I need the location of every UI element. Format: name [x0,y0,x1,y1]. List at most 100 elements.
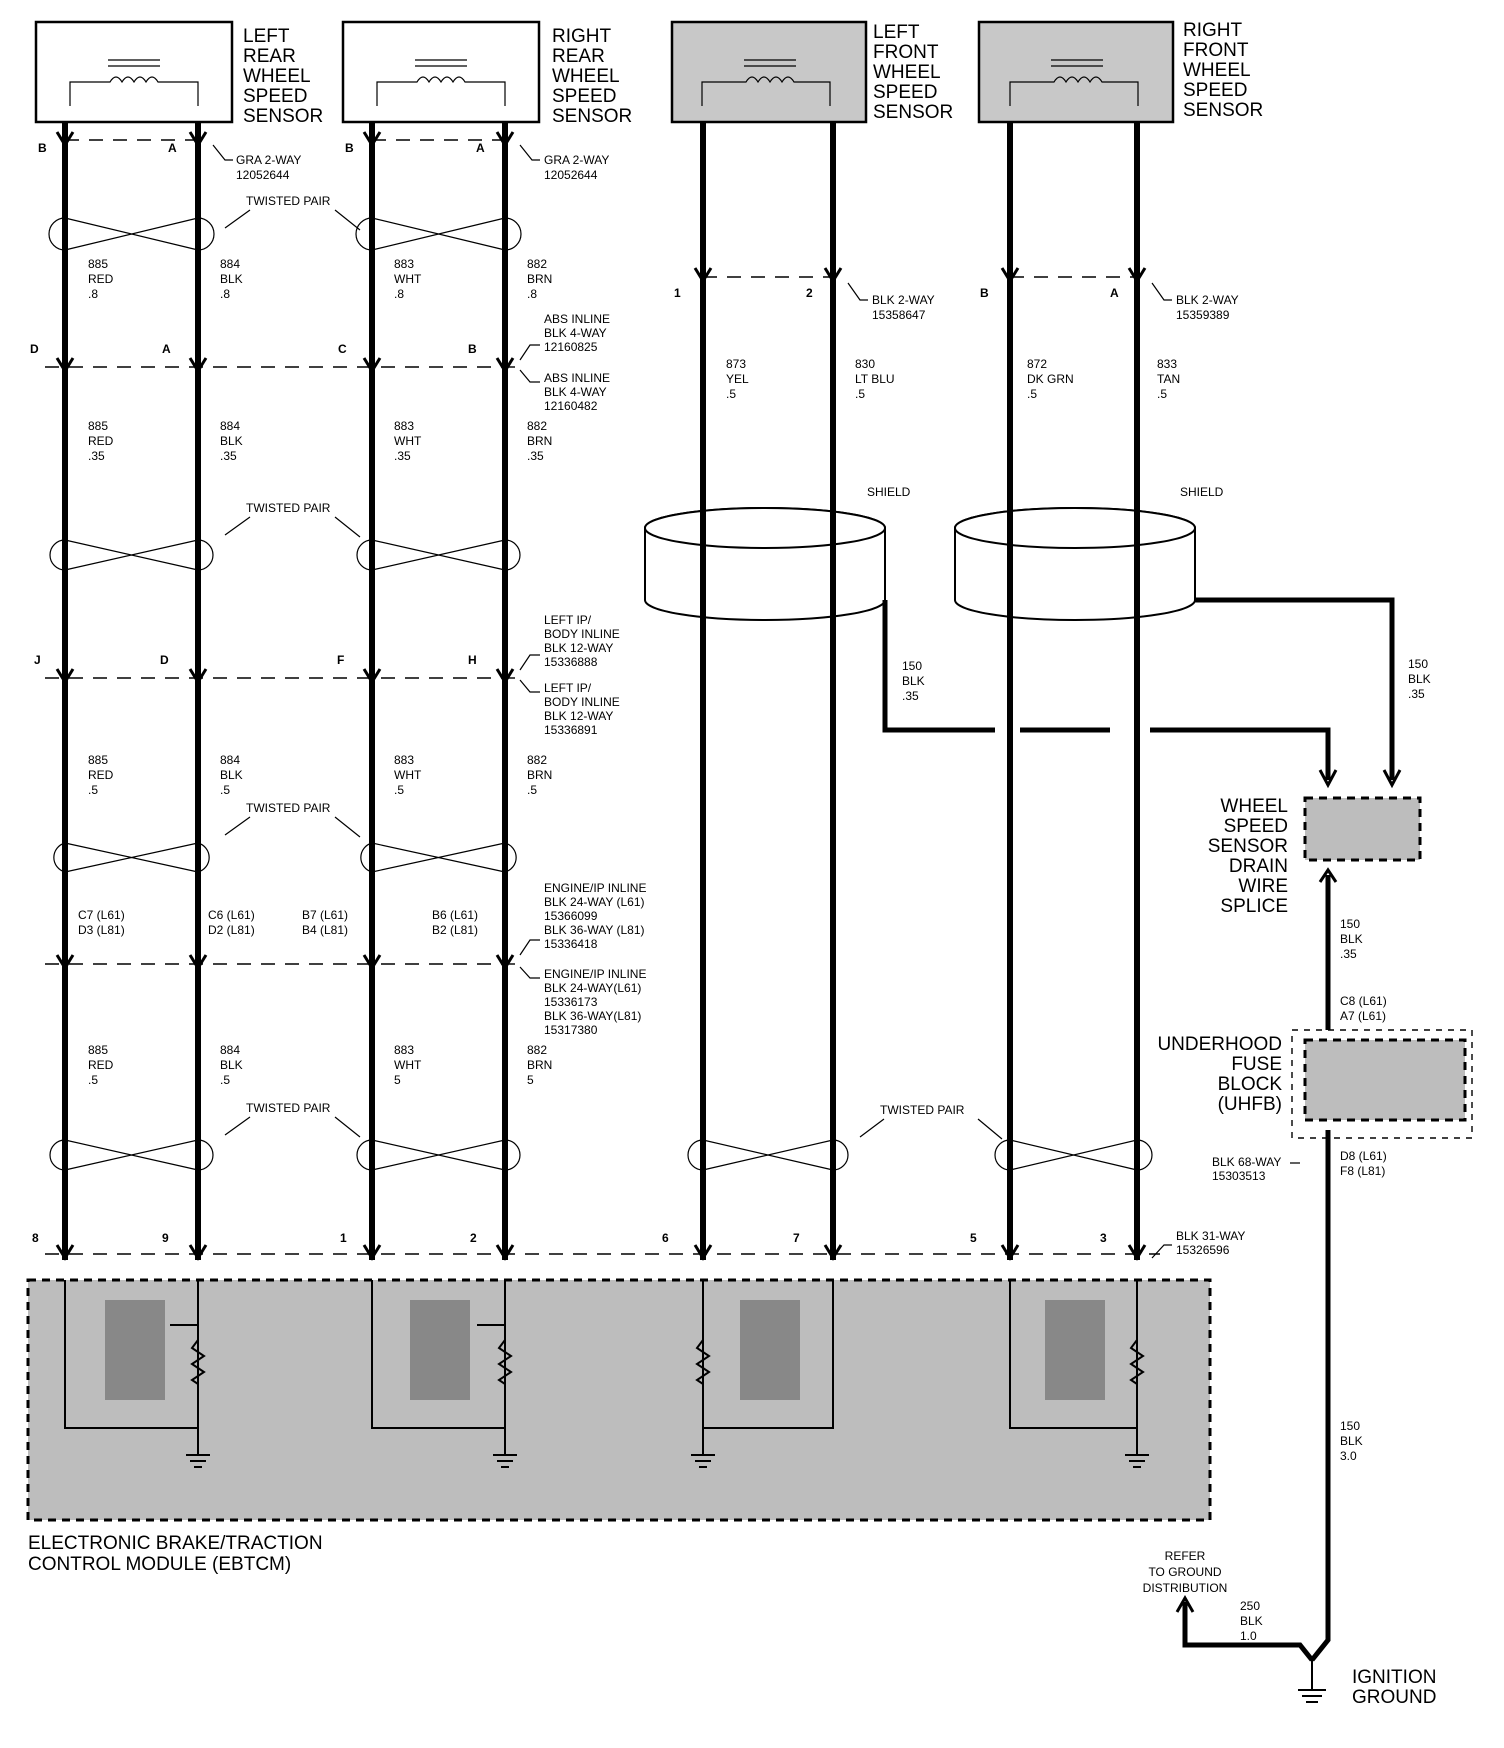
svg-text:8: 8 [32,1231,39,1245]
svg-text:A: A [1110,286,1119,300]
left-front-shield: SHIELD [644,485,911,621]
svg-text:WHEEL: WHEEL [873,62,941,83]
svg-text:.35: .35 [527,449,544,463]
svg-text:WHT: WHT [394,1058,422,1072]
svg-text:BLK 2-WAY: BLK 2-WAY [872,293,935,307]
svg-text:RED: RED [88,272,114,286]
twisted-pairs [48,217,1153,1171]
svg-text:BLK: BLK [220,434,243,448]
svg-text:J: J [34,653,41,667]
svg-text:.5: .5 [220,1073,230,1087]
svg-text:15359389: 15359389 [1176,308,1230,322]
svg-text:.35: .35 [1408,687,1425,701]
svg-text:BLK: BLK [1340,1434,1363,1448]
svg-text:WIRE: WIRE [1238,876,1288,897]
svg-text:SENSOR: SENSOR [552,106,632,127]
svg-text:1.0: 1.0 [1240,1629,1257,1643]
svg-text:SPEED: SPEED [1224,816,1288,837]
svg-text:.35: .35 [88,449,105,463]
svg-text:873: 873 [726,357,746,371]
svg-text:B6 (L61): B6 (L61) [432,908,478,922]
svg-text:15317380: 15317380 [544,1023,598,1037]
svg-text:.5: .5 [220,783,230,797]
svg-text:SHIELD: SHIELD [1180,485,1224,499]
svg-text:IGNITION: IGNITION [1352,1667,1436,1688]
svg-text:B2 (L81): B2 (L81) [432,923,478,937]
svg-text:BLK 4-WAY: BLK 4-WAY [544,385,607,399]
svg-text:A: A [476,141,485,155]
svg-text:7: 7 [793,1231,800,1245]
svg-text:883: 883 [394,1043,414,1057]
svg-text:BLK 12-WAY: BLK 12-WAY [544,709,613,723]
svg-text:3.0: 3.0 [1340,1449,1357,1463]
left-rear-wheel-speed-sensor[interactable]: LEFT REAR WHEEL SPEED SENSOR [34,20,323,127]
svg-text:885: 885 [88,257,108,271]
left-front-wheel-speed-sensor[interactable]: LEFT FRONT WHEEL SPEED SENSOR [670,20,953,124]
svg-text:C: C [338,342,347,356]
ebtcm-module[interactable]: ELECTRONIC BRAKE/TRACTION CONTROL MODULE… [26,1278,1212,1575]
svg-text:883: 883 [394,753,414,767]
svg-text:D3 (L81): D3 (L81) [78,923,125,937]
svg-text:D8 (L61): D8 (L61) [1340,1149,1387,1163]
svg-text:150: 150 [1340,917,1360,931]
svg-text:BLK: BLK [902,674,925,688]
svg-text:LEFT IP/: LEFT IP/ [544,613,592,627]
svg-text:15336888: 15336888 [544,655,598,669]
svg-text:BLK: BLK [1340,932,1363,946]
svg-text:884: 884 [220,753,240,767]
svg-text:.5: .5 [527,783,537,797]
svg-text:SPEED: SPEED [1183,80,1247,101]
svg-text:SENSOR: SENSOR [1183,100,1263,121]
right-rear-wheel-speed-sensor[interactable]: RIGHT REAR WHEEL SPEED SENSOR [341,20,632,127]
drain-wires [882,597,1402,1662]
svg-text:D2 (L81): D2 (L81) [208,923,255,937]
svg-text:RIGHT: RIGHT [1183,20,1243,41]
svg-text:885: 885 [88,419,108,433]
svg-text:GROUND: GROUND [1352,1687,1436,1708]
svg-text:BLK: BLK [220,1058,243,1072]
svg-text:BLK 2-WAY: BLK 2-WAY [1176,293,1239,307]
svg-text:D: D [160,653,169,667]
svg-text:883: 883 [394,419,414,433]
svg-text:2: 2 [806,286,813,300]
svg-text:BRN: BRN [527,434,552,448]
svg-text:TO GROUND: TO GROUND [1148,1565,1221,1579]
right-front-shield: SHIELD [954,485,1224,621]
svg-text:TWISTED PAIR: TWISTED PAIR [880,1103,965,1117]
wheel-speed-sensor-drain-wire-splice[interactable]: WHEEL SPEED SENSOR DRAIN WIRE SPLICE [1208,796,1422,917]
svg-text:.35: .35 [220,449,237,463]
svg-text:.5: .5 [88,1073,98,1087]
svg-text:D: D [30,342,39,356]
svg-text:FUSE: FUSE [1231,1054,1282,1075]
svg-text:.5: .5 [1027,387,1037,401]
svg-text:GRA 2-WAY: GRA 2-WAY [236,153,301,167]
svg-text:BRN: BRN [527,1058,552,1072]
svg-text:ENGINE/IP INLINE: ENGINE/IP INLINE [544,967,646,981]
svg-text:SENSOR: SENSOR [1208,836,1288,857]
svg-text:BLK 12-WAY: BLK 12-WAY [544,641,613,655]
svg-text:885: 885 [88,1043,108,1057]
svg-text:WHEEL: WHEEL [552,66,620,87]
svg-text:B: B [468,342,477,356]
underhood-fuse-block[interactable]: UNDERHOOD FUSE BLOCK (UHFB) [1157,1029,1473,1139]
refer-ground-distribution[interactable]: REFER TO GROUND DISTRIBUTION [1143,1549,1228,1595]
svg-text:TAN: TAN [1157,372,1180,386]
svg-text:.8: .8 [527,287,537,301]
svg-text:884: 884 [220,419,240,433]
svg-text:882: 882 [527,257,547,271]
svg-text:REAR: REAR [552,46,605,67]
svg-text:.35: .35 [1340,947,1357,961]
right-front-wheel-speed-sensor[interactable]: RIGHT FRONT WHEEL SPEED SENSOR [977,20,1263,124]
svg-text:B: B [980,286,989,300]
svg-text:RED: RED [88,1058,114,1072]
svg-text:.5: .5 [855,387,865,401]
svg-text:882: 882 [527,1043,547,1057]
ignition-ground-label: IGNITION GROUND [1352,1667,1436,1708]
svg-text:BLOCK: BLOCK [1218,1074,1283,1095]
svg-text:150: 150 [1408,657,1428,671]
svg-text:BLK 36-WAY (L81): BLK 36-WAY (L81) [544,923,645,937]
svg-text:12052644: 12052644 [236,168,290,182]
connector-rows [45,131,1160,1261]
svg-text:BLK 31-WAY: BLK 31-WAY [1176,1229,1245,1243]
svg-text:BLK 24-WAY(L61): BLK 24-WAY(L61) [544,981,641,995]
